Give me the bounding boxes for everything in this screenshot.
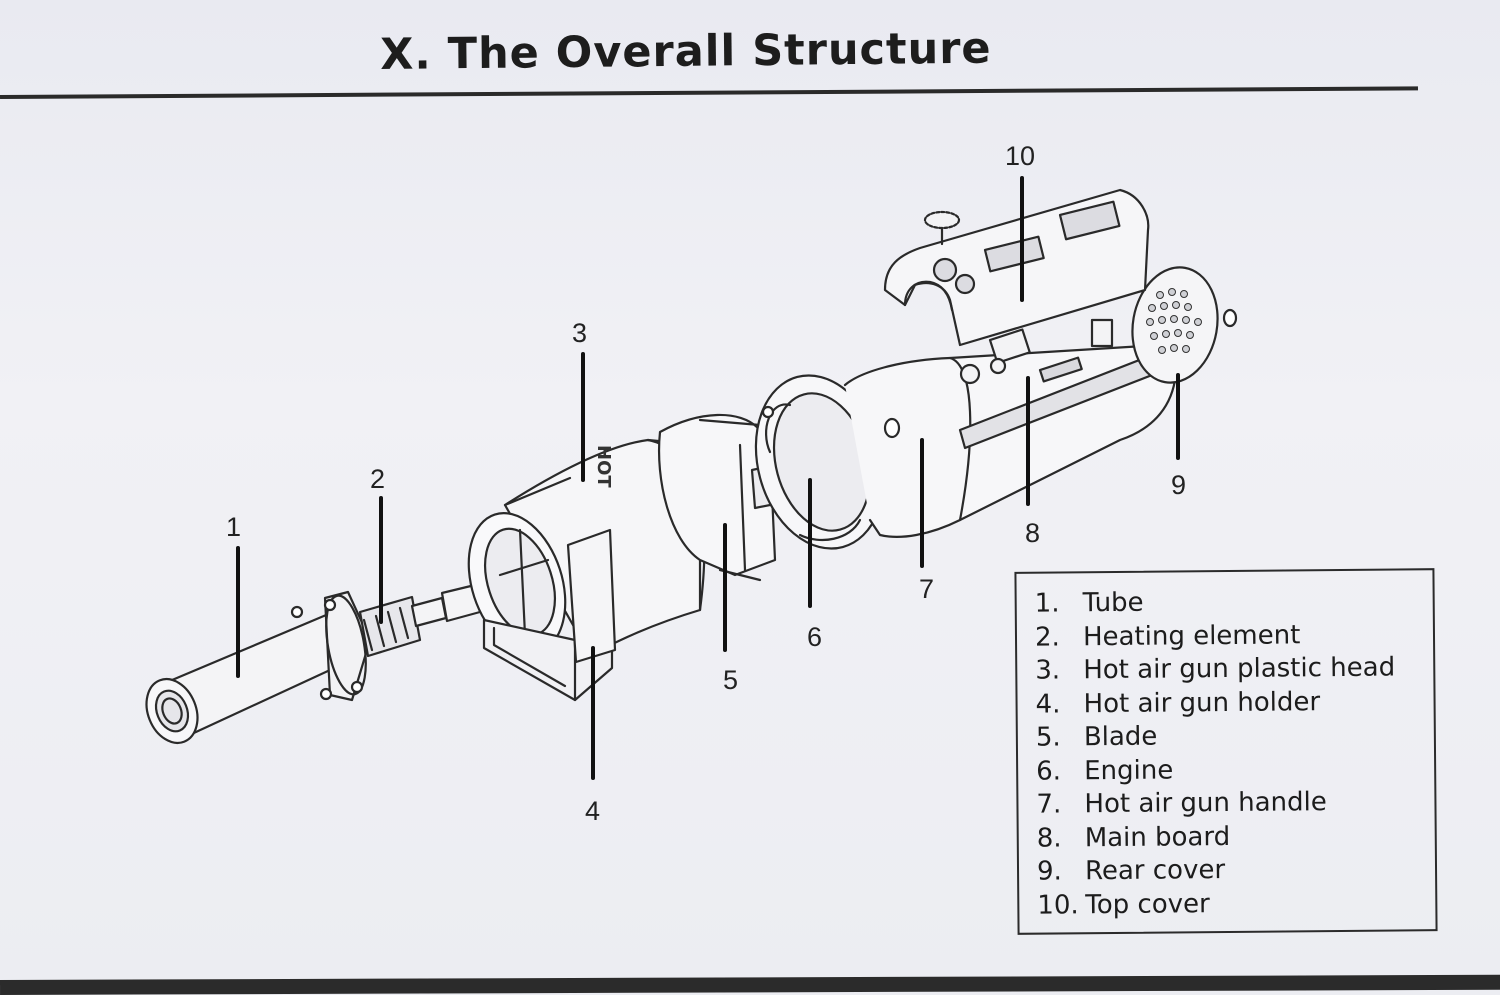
legend-label: Hot air gun plastic head [1083,652,1396,686]
parts-legend: 1. Tube 2. Heating element 3. Hot air gun p… [1014,568,1438,935]
part-heating-element [358,583,482,658]
legend-label: Top cover [1085,888,1210,920]
callout-5: 5 [723,665,738,695]
legend-item: 1. Tube [1035,584,1433,621]
legend-item: 3. Hot air gun plastic head [1035,651,1433,688]
part-rear-cover [1131,266,1238,384]
callout-2: 2 [370,464,385,494]
legend-number: 10. [1037,889,1079,921]
legend-label: Heating element [1082,619,1301,652]
legend-item: 2. Heating element [1035,618,1433,655]
legend-number: 8. [1036,822,1062,854]
legend-number: 3. [1035,655,1061,686]
leader-lines [236,176,1180,780]
legend-number: 9. [1036,856,1062,887]
callout-8: 8 [1025,518,1040,548]
legend-item: 8. Main board [1037,819,1435,856]
legend-label: Blade [1083,721,1158,753]
callout-1: 1 [226,512,241,542]
legend-item: 7. Hot air gun handle [1036,785,1434,822]
legend-number: 6. [1036,755,1062,787]
part-top-cover [883,188,1150,347]
legend-label: Engine [1084,754,1174,786]
legend-item: 6. Engine [1036,752,1434,789]
brand-mark: HOT [593,445,614,488]
part-holder [482,528,617,702]
legend-item: 4. Hot air gun holder [1035,685,1433,722]
legend-label: Hot air gun handle [1084,787,1327,820]
callout-6: 6 [807,622,822,652]
legend-number: 5. [1035,722,1061,753]
legend-number: 2. [1034,621,1060,653]
legend-number: 4. [1035,688,1061,720]
legend-label: Hot air gun holder [1083,686,1321,719]
legend-number: 7. [1036,789,1062,820]
legend-item: 5. Blade [1036,718,1434,755]
legend-item: 9. Rear cover [1037,852,1435,889]
callout-9: 9 [1171,470,1186,500]
callout-3: 3 [572,318,587,348]
part-tube [145,590,372,744]
callout-10: 10 [1005,141,1035,171]
parts-list: 1. Tube 2. Heating element 3. Hot air gun p… [1035,584,1436,922]
legend-label: Main board [1084,821,1231,853]
legend-number: 1. [1034,588,1060,619]
callout-4: 4 [585,796,600,826]
legend-item: 10.Top cover [1037,886,1435,923]
legend-label: Rear cover [1084,855,1226,887]
callout-7: 7 [919,574,934,604]
legend-label: Tube [1082,587,1144,619]
